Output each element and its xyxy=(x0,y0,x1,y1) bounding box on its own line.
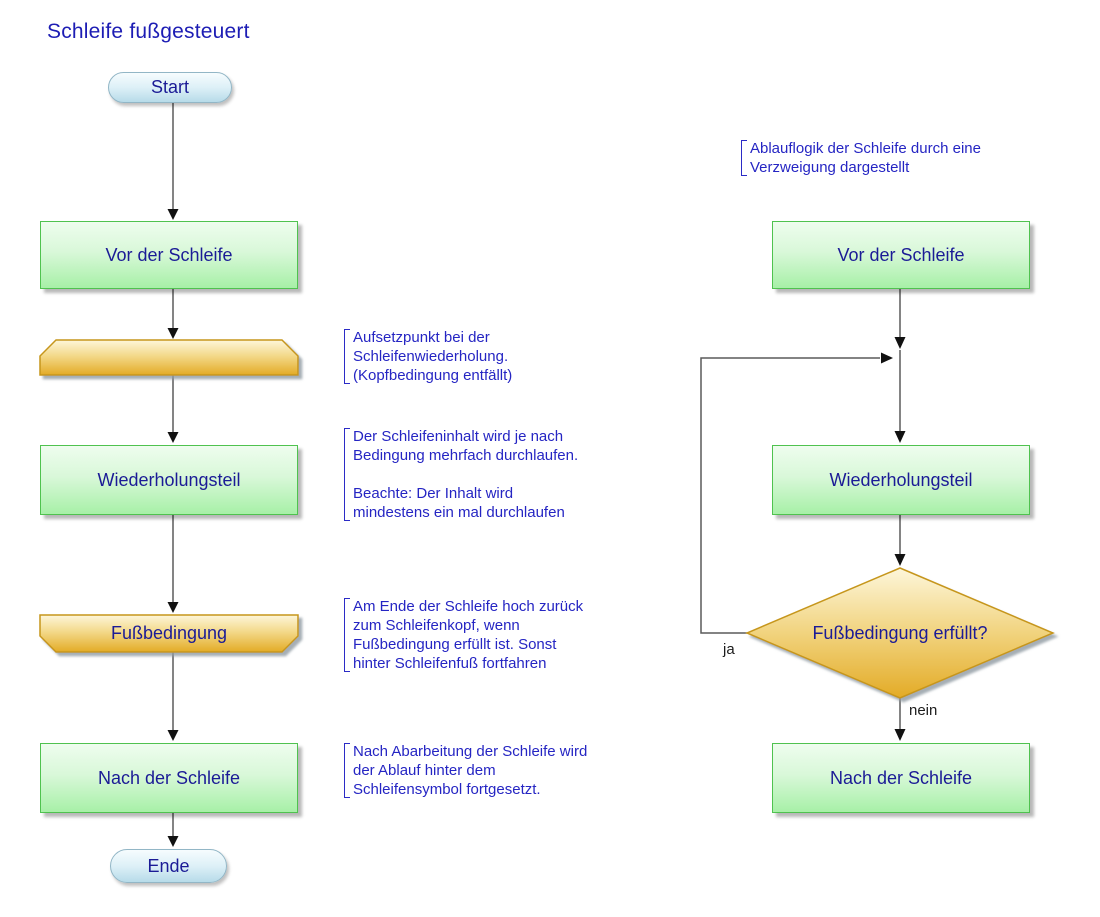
arrowhead-icon xyxy=(894,431,906,443)
annotation-line: (Kopfbedingung entfällt) xyxy=(353,367,513,384)
arrowhead-icon xyxy=(167,209,179,220)
edge-label-no-text: nein xyxy=(909,702,938,719)
arrowhead-icon xyxy=(894,729,906,741)
node-start: Start xyxy=(108,72,232,103)
node-before-loop-left-label: Vor der Schleife xyxy=(105,244,233,265)
arrowhead-icon xyxy=(167,730,179,741)
arrowhead-icon xyxy=(894,337,906,349)
arrowhead-icon xyxy=(881,352,893,364)
annotation-line: Fußbedingung erfüllt ist. Sonst xyxy=(353,636,557,653)
annotation-foot-condition: Am Ende der Schleife hoch zurück zum Sch… xyxy=(344,597,609,673)
decision-diamond xyxy=(745,567,1055,699)
annotation-line: Am Ende der Schleife hoch zurück xyxy=(353,598,584,615)
edge-label-yes: ja xyxy=(723,641,735,658)
annotation-line: Nach Abarbeitung der Schleife wird xyxy=(353,743,588,760)
edge-label-no: nein xyxy=(909,702,937,719)
loop-end-symbol xyxy=(39,614,299,653)
right-chart-arrowheads xyxy=(881,337,906,741)
annotation-line: der Ablauf hinter dem xyxy=(353,762,496,779)
annotation-bracket-icon xyxy=(344,598,350,672)
annotation-line xyxy=(344,465,599,484)
annotation-line: Der Schleifeninhalt wird je nach xyxy=(353,428,564,445)
node-end-label: Ende xyxy=(147,855,190,876)
annotation-line: Schleifenwiederholung. xyxy=(353,348,509,365)
annotation-line: Ablauflogik der Schleife durch eine xyxy=(750,140,981,157)
node-after-loop-right-label: Nach der Schleife xyxy=(829,767,973,788)
annotation-bracket-icon xyxy=(741,140,747,176)
node-start-label: Start xyxy=(150,77,189,97)
annotation-line: Verzweigung dargestellt xyxy=(750,159,910,176)
arrowhead-icon xyxy=(167,836,179,847)
node-after-loop-left: Nach der Schleife xyxy=(40,743,298,813)
annotation-line: Aufsetzpunkt bei der xyxy=(353,329,490,346)
left-chart-arrowheads xyxy=(167,209,179,847)
connector-loop-back xyxy=(700,357,880,634)
node-loop-body-left-label: Wiederholungsteil xyxy=(97,469,241,490)
arrowhead-icon xyxy=(167,432,179,443)
annotation-bracket-icon xyxy=(344,329,350,384)
node-loop-body-left: Wiederholungsteil xyxy=(40,445,298,515)
annotation-loop-start: Aufsetzpunkt bei der Schleifenwiederholu… xyxy=(344,328,579,385)
annotation-bracket-icon xyxy=(344,428,350,521)
page-title: Schleife fußgesteuert xyxy=(47,20,250,43)
node-before-loop-left: Vor der Schleife xyxy=(40,221,298,289)
node-after-loop-right: Nach der Schleife xyxy=(772,743,1030,813)
annotation-line: hinter Schleifenfuß fortfahren xyxy=(353,655,547,672)
loop-start-symbol xyxy=(39,339,299,376)
annotation-line: mindestens ein mal durchlaufen xyxy=(353,504,565,521)
node-end: Ende xyxy=(110,849,227,883)
annotation-bracket-icon xyxy=(344,743,350,798)
node-loop-body-right: Wiederholungsteil xyxy=(772,445,1030,515)
annotation-loop-body: Der Schleifeninhalt wird je nach Bedingu… xyxy=(344,427,599,522)
arrowhead-icon xyxy=(167,328,179,339)
node-before-loop-right: Vor der Schleife xyxy=(772,221,1030,289)
annotation-line: zum Schleifenkopf, wenn xyxy=(353,617,520,634)
arrowhead-icon xyxy=(894,554,906,566)
annotation-line: Schleifensymbol fortgesetzt. xyxy=(353,781,541,798)
annotation-branch-logic: Ablauflogik der Schleife durch eine Verz… xyxy=(741,139,1021,177)
node-loop-body-right-label: Wiederholungsteil xyxy=(829,469,973,490)
arrowhead-icon xyxy=(167,602,179,613)
edge-label-yes-text: ja xyxy=(723,641,735,658)
right-chart-connectors xyxy=(700,289,901,729)
annotation-line: Bedingung mehrfach durchlaufen. xyxy=(353,447,579,464)
node-after-loop-left-label: Nach der Schleife xyxy=(97,767,241,788)
annotation-line: Beachte: Der Inhalt wird xyxy=(353,485,514,502)
node-before-loop-right-label: Vor der Schleife xyxy=(837,244,965,265)
annotation-after-loop: Nach Abarbeitung der Schleife wird der A… xyxy=(344,742,619,799)
